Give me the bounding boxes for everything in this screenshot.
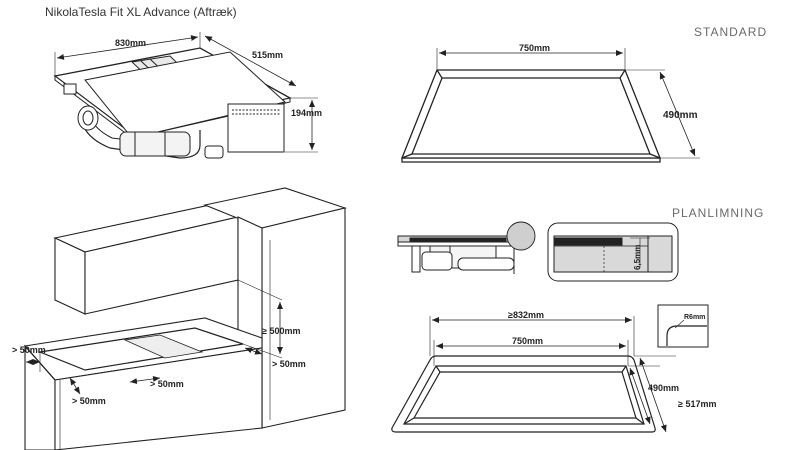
standard-depth-label: 490mm [663, 110, 698, 121]
flush-outer-depth-label: ≥ 517mm [678, 399, 716, 409]
dim-line-clearance-right [244, 347, 263, 355]
dim-line-product-width [56, 35, 199, 60]
clearance-left-label: > 50mm [12, 345, 46, 355]
standard-cutout-drawing [401, 48, 700, 163]
clearance-right-label: > 50mm [272, 359, 306, 369]
dim-line-clearance-front [69, 377, 81, 395]
flush-section-label: PLANLIMNING [672, 206, 765, 220]
clearance-front-label: > 50mm [72, 396, 106, 406]
dim-line-product-depth [204, 35, 297, 87]
dim-line-clearance-between [129, 375, 161, 385]
radius-detail [657, 304, 709, 348]
flush-inner-depth-label: 490mm [648, 383, 679, 393]
product-height-label: 194mm [291, 108, 322, 118]
product-width-label: 830mm [115, 38, 146, 48]
page-title: NikolaTesla Fit XL Advance (Aftræk) [45, 5, 237, 19]
flush-step-depth-label: 6,5mm [633, 245, 642, 270]
clearance-between-label: > 50mm [150, 379, 184, 389]
standard-width-label: 750mm [519, 43, 550, 53]
clearance-above-label: ≥ 500mm [262, 326, 300, 336]
flush-side-section [397, 221, 536, 274]
standard-section-label: STANDARD [694, 25, 768, 39]
radius-label: R6mm [684, 314, 705, 321]
flush-outer-width-label: ≥832mm [508, 310, 544, 320]
flush-cutout-drawing [391, 316, 676, 433]
product-depth-label: 515mm [252, 50, 283, 60]
kitchen-installation-view [23, 187, 347, 450]
flush-inner-width-label: 750mm [512, 336, 543, 346]
dim-line-flush-outer-depth [639, 357, 667, 433]
dim-line-standard-depth [659, 71, 696, 157]
flush-zoom-detail [547, 222, 679, 282]
